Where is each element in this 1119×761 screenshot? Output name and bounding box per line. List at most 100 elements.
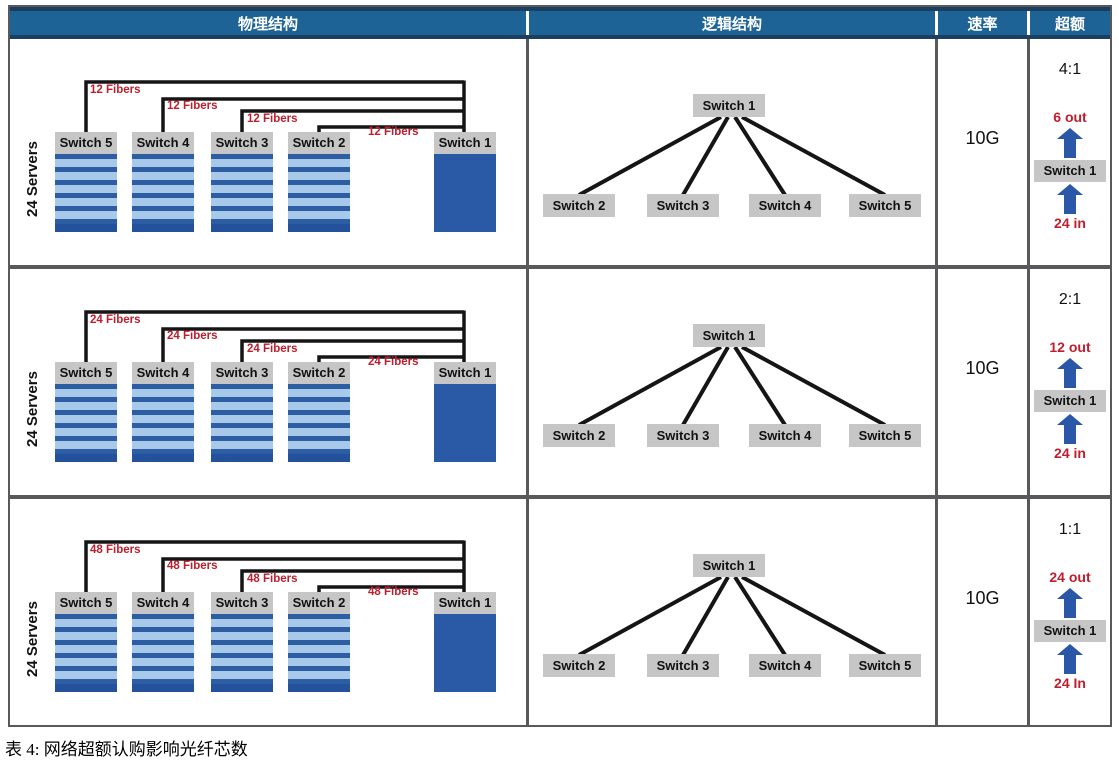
rack-title: Switch 3 xyxy=(211,362,273,384)
rack-switch-4: Switch 4 xyxy=(132,132,194,232)
oversubscription-ratio: 1:1 xyxy=(1058,521,1082,538)
server-stack xyxy=(132,384,194,462)
oversubscription-table: 物理结构 逻辑结构 速率 超额 24 Servers Switch 5 Swit… xyxy=(8,5,1112,727)
logical-root-node: Switch 1 xyxy=(693,94,765,117)
rack-title: Switch 4 xyxy=(132,132,194,154)
logical-leaf-node: Switch 2 xyxy=(543,194,615,217)
rack-switch-5: Switch 5 xyxy=(55,592,117,692)
rack-switch-1: Switch 1 xyxy=(434,362,496,462)
fiber-count-label: 24 Fibers xyxy=(90,314,141,326)
column-divider xyxy=(935,39,938,265)
rack-title: Switch 4 xyxy=(132,362,194,384)
server-stack xyxy=(288,384,350,462)
table-caption: 表 4: 网络超额认购影响光纤芯数 xyxy=(5,740,248,759)
server-stack xyxy=(55,154,117,232)
rate-value: 10G xyxy=(965,127,1000,148)
rack-switch-2: Switch 2 xyxy=(288,362,350,462)
rack-switch-5: Switch 5 xyxy=(55,362,117,462)
logical-leaf-node: Switch 3 xyxy=(647,424,719,447)
table-row: 24 Servers Switch 5 Switch 4 Switch 3 Sw… xyxy=(10,265,1110,495)
physical-structure-diagram: 24 Servers Switch 5 Switch 4 Switch 3 Sw… xyxy=(10,39,526,265)
rack-switch-4: Switch 4 xyxy=(132,362,194,462)
column-divider xyxy=(526,269,529,495)
fiber-count-label: 24 Fibers xyxy=(368,356,419,368)
star-topology-lines xyxy=(578,575,886,657)
rack-title: Switch 5 xyxy=(55,362,117,384)
rack-title: Switch 1 xyxy=(434,362,496,384)
oversubscription-cell: 2:1 12 out Switch 1 24 in xyxy=(1030,269,1110,495)
logical-leaf-node: Switch 5 xyxy=(849,194,921,217)
rack-switch-4: Switch 4 xyxy=(132,592,194,692)
table-row: 24 Servers Switch 5 Switch 4 Switch 3 Sw… xyxy=(10,39,1110,265)
rate-cell: 10G xyxy=(938,269,1027,495)
oversubscription-cell: 4:1 6 out Switch 1 24 in xyxy=(1030,39,1110,265)
server-stack xyxy=(211,154,273,232)
rack-switch-2: Switch 2 xyxy=(288,132,350,232)
rate-cell: 10G xyxy=(938,39,1027,265)
fiber-count-label: 12 Fibers xyxy=(167,100,218,112)
rack-switch-3: Switch 3 xyxy=(211,132,273,232)
column-divider xyxy=(526,499,529,725)
fiber-count-label: 48 Fibers xyxy=(247,573,298,585)
column-divider xyxy=(526,39,529,265)
star-topology-lines xyxy=(578,115,886,197)
up-arrow-icon xyxy=(1057,184,1083,214)
downlink-in-label: 24 in xyxy=(1054,445,1086,461)
fiber-count-label: 12 Fibers xyxy=(247,113,298,125)
oversubscription-ratio: 2:1 xyxy=(1058,291,1082,308)
fiber-count-label: 48 Fibers xyxy=(167,560,218,572)
server-stack xyxy=(55,614,117,692)
rack-title: Switch 2 xyxy=(288,132,350,154)
column-divider xyxy=(1027,269,1030,495)
table-row: 24 Servers Switch 5 Switch 4 Switch 3 Sw… xyxy=(10,495,1110,725)
spine-switch-block xyxy=(434,154,496,232)
spine-switch-block xyxy=(434,384,496,462)
server-stack xyxy=(132,614,194,692)
rack-switch-3: Switch 3 xyxy=(211,362,273,462)
server-stack xyxy=(211,614,273,692)
logical-leaf-node: Switch 5 xyxy=(849,424,921,447)
server-stack xyxy=(55,384,117,462)
logical-leaf-node: Switch 3 xyxy=(647,654,719,677)
logical-root-node: Switch 1 xyxy=(693,324,765,347)
up-arrow-icon xyxy=(1057,414,1083,444)
oversubscription-cell: 1:1 24 out Switch 1 24 In xyxy=(1030,499,1110,725)
table-body: 24 Servers Switch 5 Switch 4 Switch 3 Sw… xyxy=(10,39,1110,725)
fiber-count-label: 24 Fibers xyxy=(167,330,218,342)
column-divider xyxy=(935,499,938,725)
spine-switch-block xyxy=(434,614,496,692)
rack-title: Switch 1 xyxy=(434,592,496,614)
column-divider xyxy=(935,269,938,495)
up-arrow-icon xyxy=(1057,128,1083,158)
rack-switch-5: Switch 5 xyxy=(55,132,117,232)
fiber-count-label: 12 Fibers xyxy=(90,84,141,96)
switch-node: Switch 1 xyxy=(1034,160,1106,182)
column-header-oversub: 超额 xyxy=(1030,11,1110,35)
downlink-in-label: 24 in xyxy=(1054,215,1086,231)
switch-node: Switch 1 xyxy=(1034,620,1106,642)
servers-count-label: 24 Servers xyxy=(24,601,41,677)
physical-structure-diagram: 24 Servers Switch 5 Switch 4 Switch 3 Sw… xyxy=(10,269,526,495)
column-header-logical: 逻辑结构 xyxy=(529,11,935,35)
logical-leaf-node: Switch 3 xyxy=(647,194,719,217)
rack-switch-1: Switch 1 xyxy=(434,132,496,232)
fiber-count-label: 48 Fibers xyxy=(90,544,141,556)
logical-leaf-node: Switch 4 xyxy=(749,194,821,217)
up-arrow-icon xyxy=(1057,358,1083,388)
server-stack xyxy=(132,154,194,232)
uplink-out-label: 12 out xyxy=(1049,339,1091,355)
servers-count-label: 24 Servers xyxy=(24,141,41,217)
column-header-physical: 物理结构 xyxy=(10,11,526,35)
rack-title: Switch 3 xyxy=(211,132,273,154)
logical-leaf-node: Switch 2 xyxy=(543,424,615,447)
server-stack xyxy=(211,384,273,462)
uplink-out-label: 24 out xyxy=(1049,569,1091,585)
physical-structure-diagram: 24 Servers Switch 5 Switch 4 Switch 3 Sw… xyxy=(10,499,526,725)
oversubscription-ratio: 4:1 xyxy=(1058,61,1082,78)
rack-switch-3: Switch 3 xyxy=(211,592,273,692)
rack-title: Switch 1 xyxy=(434,132,496,154)
logical-structure-diagram: Switch 1 Switch 2 Switch 3 Switch 4 Swit… xyxy=(529,39,935,265)
server-stack xyxy=(288,154,350,232)
rack-title: Switch 2 xyxy=(288,362,350,384)
up-arrow-icon xyxy=(1057,644,1083,674)
